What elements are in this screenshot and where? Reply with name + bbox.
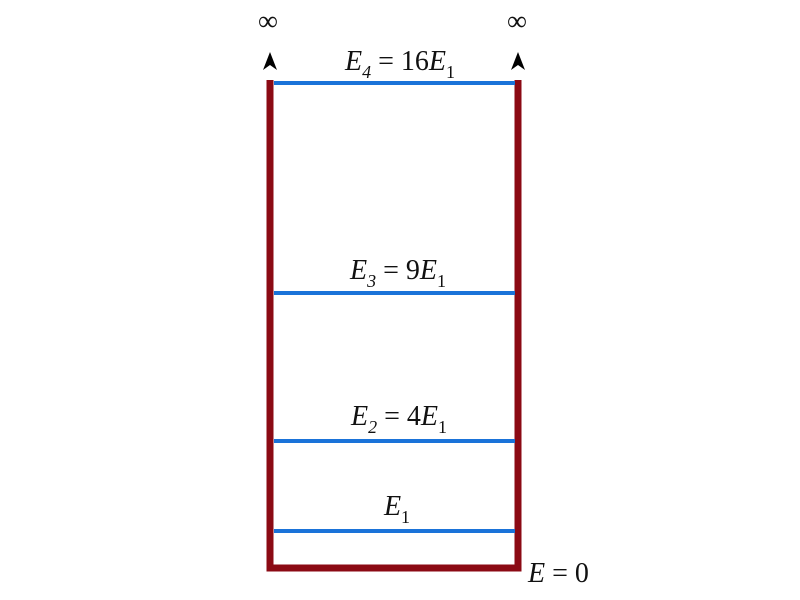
level-label-e1: E1 [383,491,410,527]
infinity-right: ∞ [507,6,527,37]
ground-energy-label: E = 0 [527,558,589,589]
right-wall-arrow-icon [511,52,525,70]
infinity-left: ∞ [258,6,278,37]
level-label-e2: E2 = 4E1 [350,401,447,437]
level-label-e3: E3 = 9E1 [349,255,446,291]
level-label-e4: E4 = 16E1 [344,46,455,82]
left-wall-arrow-icon [263,52,277,70]
